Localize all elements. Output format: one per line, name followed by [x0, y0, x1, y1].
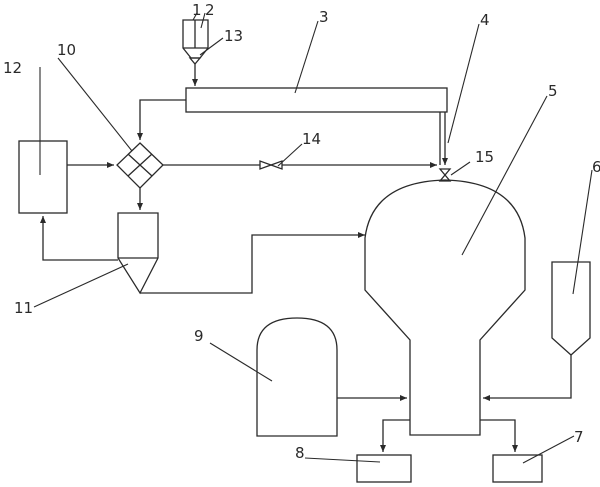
reactor-vessel [364, 179, 526, 436]
collection-box-8 [356, 454, 412, 483]
label-1: 1 [192, 1, 202, 19]
reactor-top-valve [438, 168, 452, 182]
label-13: 13 [224, 27, 243, 45]
separator-to-box-line [40, 216, 118, 261]
silo [551, 261, 591, 356]
label-14: 14 [302, 130, 321, 148]
cyclone-separator [117, 212, 159, 295]
leader-lines [33, 12, 593, 464]
reactor-to-box7-line [480, 419, 518, 452]
label-2: 2 [205, 1, 215, 19]
silo-to-reactor-line [483, 355, 572, 401]
label-5: 5 [548, 82, 558, 100]
separator-to-reactor-line [140, 232, 365, 294]
horizontal-duct [185, 87, 448, 113]
hopper-valve [188, 57, 202, 66]
label-8: 8 [295, 444, 305, 462]
label-11: 11 [14, 299, 33, 317]
label-15: 15 [475, 148, 494, 166]
duct-to-mixer-line [137, 99, 186, 140]
label-12: 12 [3, 59, 22, 77]
storage-box-left [18, 140, 68, 214]
mixer-diamond [116, 142, 164, 189]
label-9: 9 [194, 327, 204, 345]
collection-box-7 [492, 454, 543, 483]
label-6: 6 [592, 158, 600, 176]
label-10: 10 [57, 41, 76, 59]
dome-tank [256, 317, 338, 437]
reactor-to-box8-line [380, 419, 410, 452]
label-4: 4 [480, 11, 490, 29]
label-7: 7 [574, 428, 584, 446]
label-3: 3 [319, 8, 329, 26]
